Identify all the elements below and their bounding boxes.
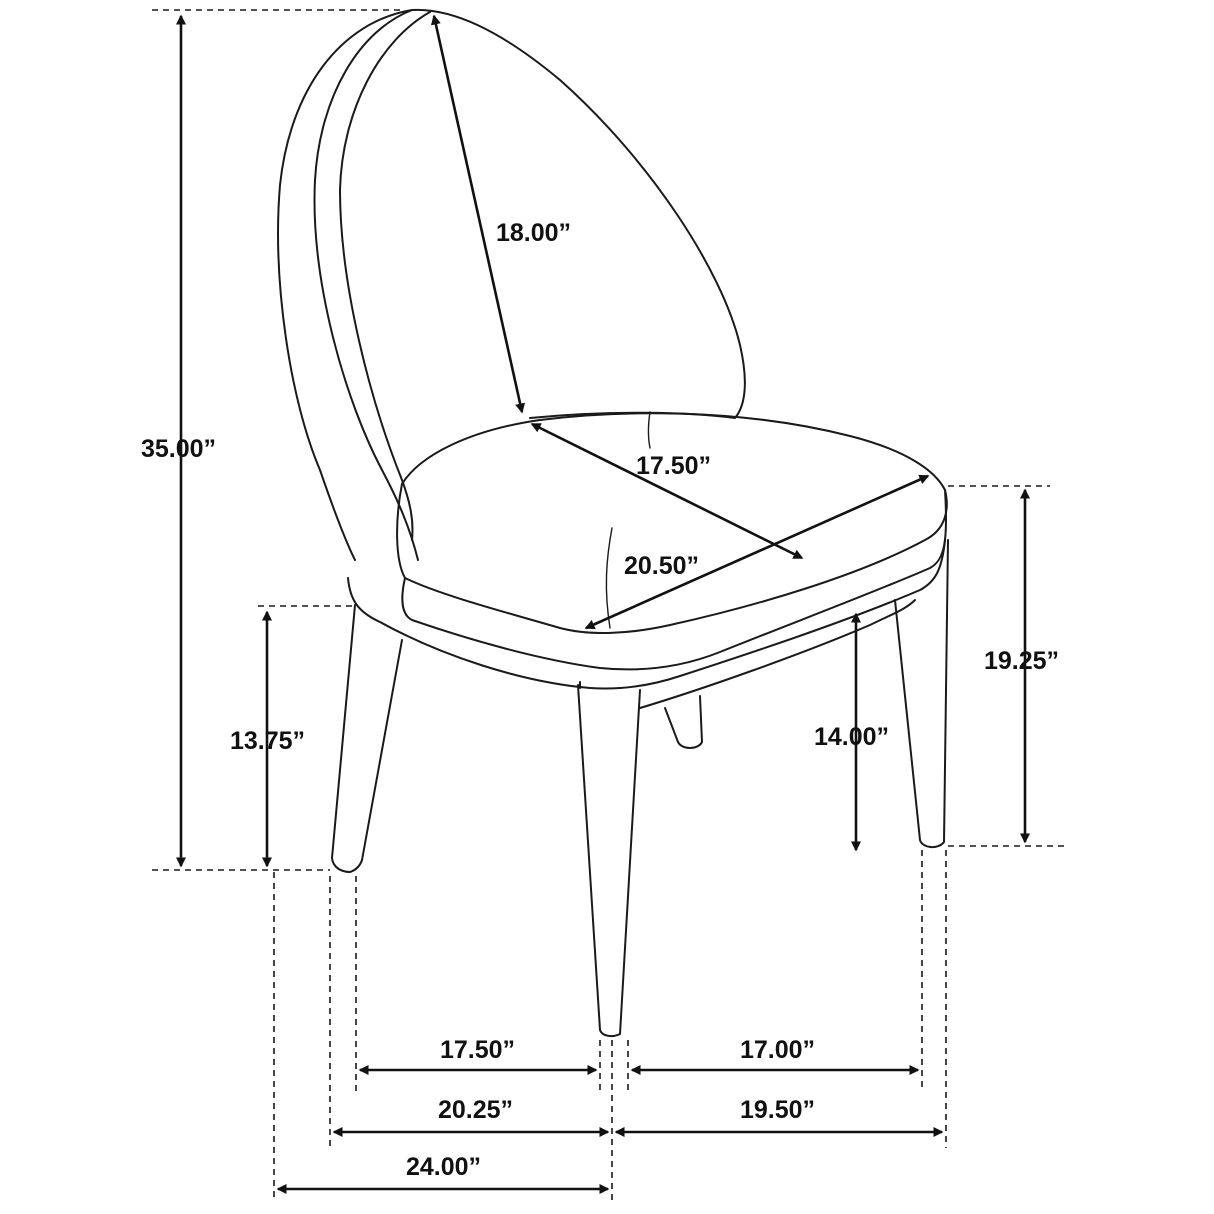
dimension-labels: 35.00” 18.00” 17.50” 20.50” 19.25” 13.75… xyxy=(141,219,1059,1181)
seat-front-rim xyxy=(401,489,948,671)
backrest-outer-shell xyxy=(277,9,413,561)
label-overall-depth: 24.00” xyxy=(406,1153,481,1181)
label-overall-height: 35.00” xyxy=(141,435,216,463)
backrest-piping xyxy=(313,9,419,561)
label-front-span: 20.25” xyxy=(438,1096,513,1124)
seat-stitch-back xyxy=(647,411,651,449)
seat-cushion-top xyxy=(396,412,948,634)
arrow-seat-width xyxy=(584,474,930,630)
label-seat-width: 20.50” xyxy=(624,552,699,580)
label-under-seat-height: 14.00” xyxy=(814,723,889,751)
seat-stitch-front xyxy=(605,527,613,629)
chair-illustration xyxy=(277,8,949,1038)
backrest-front-face xyxy=(411,8,746,419)
label-front-leg-span-inner: 17.50” xyxy=(440,1036,515,1064)
label-arm-clearance-height: 13.75” xyxy=(230,727,305,755)
label-seat-depth: 17.50” xyxy=(636,452,711,480)
backrest-inner-rim xyxy=(339,11,431,541)
leg-back-right xyxy=(894,539,949,848)
label-seat-height: 19.25” xyxy=(984,647,1059,675)
extension-lines xyxy=(152,9,1068,1200)
leg-front-left xyxy=(331,604,403,873)
arrow-seat-depth xyxy=(530,422,804,560)
leg-front-right xyxy=(577,684,641,1038)
dimension-arrows xyxy=(176,14,1030,1194)
label-backrest-height: 18.00” xyxy=(496,219,571,247)
arrow-backrest-height xyxy=(430,14,526,414)
label-side-leg-span-inner: 17.00” xyxy=(740,1036,815,1064)
label-side-span: 19.50” xyxy=(740,1096,815,1124)
leg-back-middle xyxy=(664,695,703,749)
